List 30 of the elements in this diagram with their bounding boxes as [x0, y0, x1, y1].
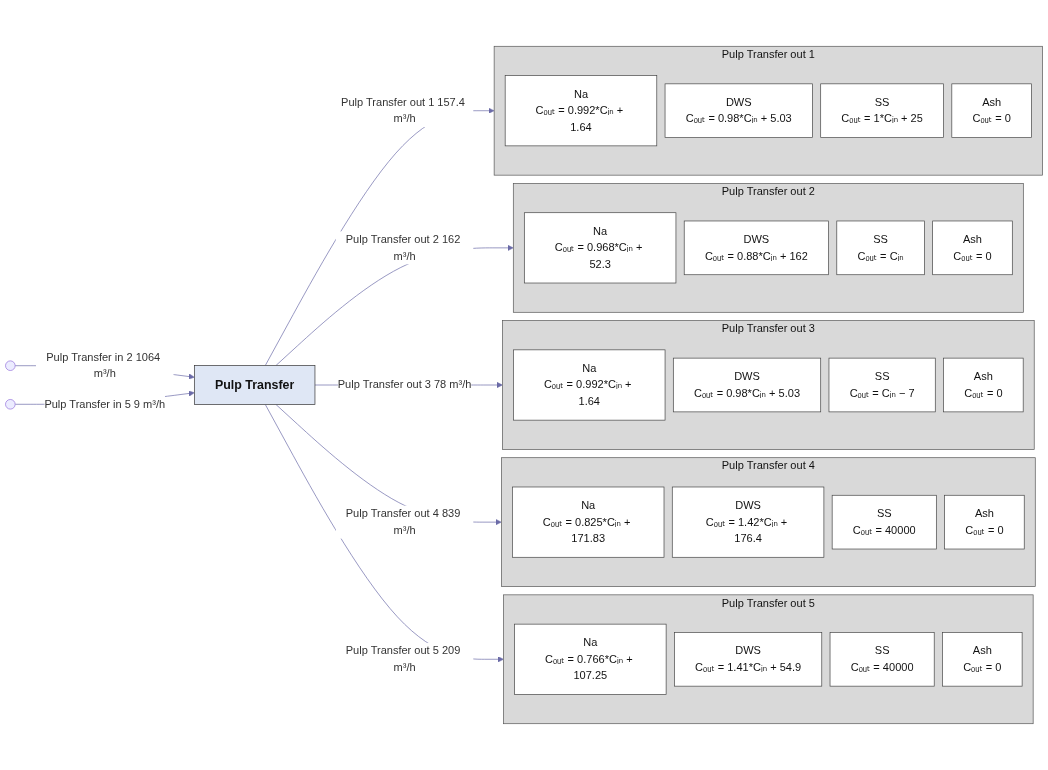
- edge-label: Pulp Transfer out 5 209 m³/h: [345, 644, 461, 674]
- node-box: DWS Cₒᵤₜ = 1.41*Cᵢₙ + 54.9: [674, 632, 823, 687]
- edge-label: Pulp Transfer out 2 162 m³/h: [345, 233, 461, 262]
- node-box: Pulp Transfer: [194, 365, 316, 405]
- node-box: Ash Cₒᵤₜ = 0: [932, 220, 1013, 276]
- node-box: DWS Cₒᵤₜ = 0.98*Cᵢₙ + 5.03: [664, 83, 813, 138]
- edge-label: Pulp Transfer in 5 9 m³/h: [44, 398, 166, 410]
- node-box: Ash Cₒᵤₜ = 0: [944, 494, 1025, 550]
- node-box: Na Cₒᵤₜ = 0.825*Cᵢₙ + 171.83: [512, 486, 665, 558]
- node-box: Na Cₒᵤₜ = 0.992*Cᵢₙ + 1.64: [504, 75, 658, 147]
- node-box: Na Cₒᵤₜ = 0.968*Cᵢₙ + 52.3: [524, 212, 677, 284]
- node-box: SS Cₒᵤₜ = Cᵢₙ − 7: [828, 357, 936, 413]
- node-box: DWS Cₒᵤₜ = 0.88*Cᵢₙ + 162: [683, 220, 829, 276]
- node-circle: [5, 360, 16, 371]
- node-circle: [5, 399, 16, 410]
- node-box: Na Cₒᵤₜ = 0.992*Cᵢₙ + 1.64: [513, 349, 666, 421]
- node-box: SS Cₒᵤₜ = Cᵢₙ: [836, 220, 925, 276]
- edge-label: Pulp Transfer in 2 1064 m³/h: [46, 351, 161, 380]
- edge-label: Pulp Transfer out 1 157.4 m³/h: [341, 96, 465, 125]
- node-box: Ash Cₒᵤₜ = 0: [943, 357, 1024, 413]
- node-box: DWS Cₒᵤₜ = 0.98*Cᵢₙ + 5.03: [672, 357, 822, 413]
- node-box: SS Cₒᵤₜ = 1*Cᵢₙ + 25: [820, 83, 944, 138]
- node-box: Ash Cₒᵤₜ = 0: [942, 632, 1023, 687]
- node-box: SS Cₒᵤₜ = 40000: [829, 632, 935, 687]
- node-box: DWS Cₒᵤₜ = 1.42*Cᵢₙ + 176.4: [671, 486, 825, 558]
- node-box: SS Cₒᵤₜ = 40000: [831, 494, 937, 550]
- node-box: Ash Cₒᵤₜ = 0: [951, 83, 1032, 138]
- edge-label: Pulp Transfer out 3 78 m³/h: [337, 378, 472, 391]
- node-box: Na Cₒᵤₜ = 0.766*Cᵢₙ + 107.25: [514, 623, 667, 695]
- edge-label: Pulp Transfer out 4 839 m³/h: [345, 507, 461, 536]
